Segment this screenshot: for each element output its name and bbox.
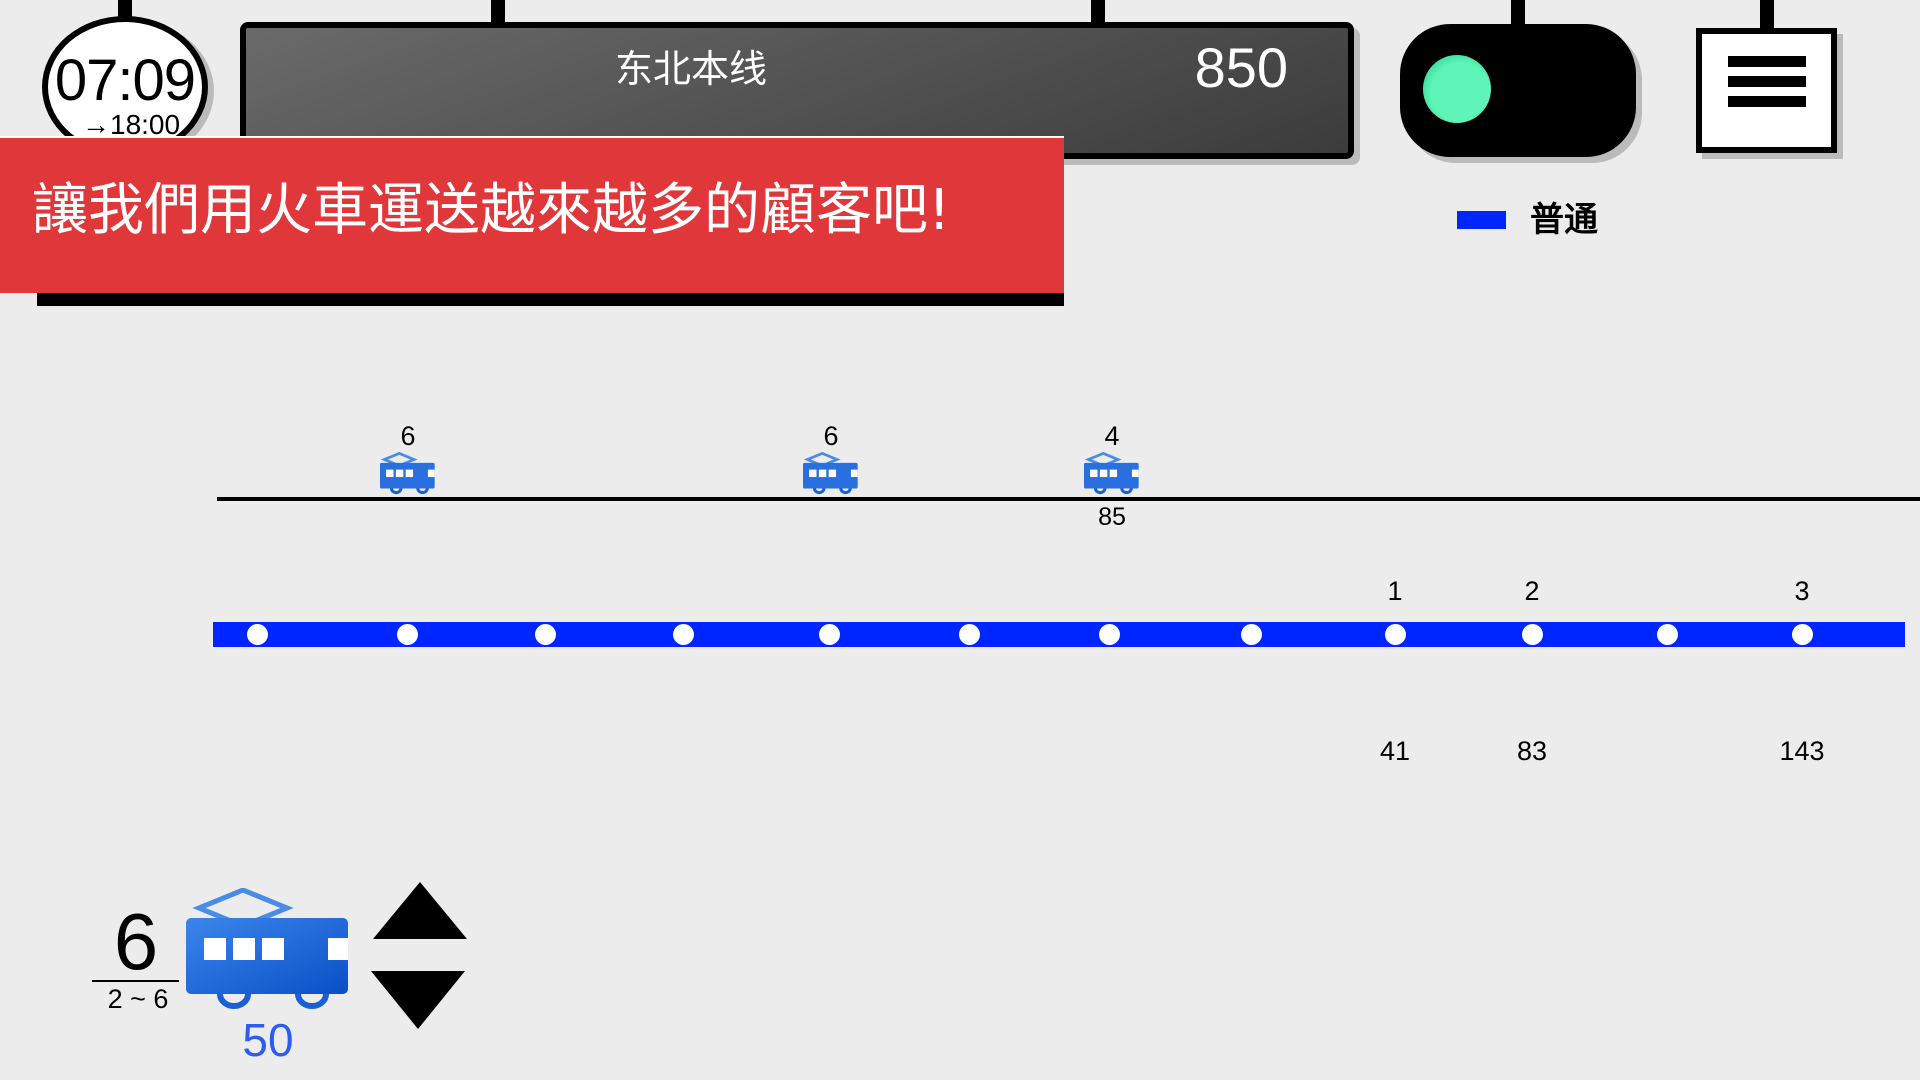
train-icon-large — [186, 888, 348, 1009]
hamburger-icon — [1728, 56, 1806, 67]
station-dot[interactable] — [1385, 624, 1406, 645]
station-label: 3 — [1794, 576, 1810, 606]
station-dot[interactable] — [819, 624, 840, 645]
arrow-right-icon: → — [82, 109, 110, 140]
station-waiting: 83 — [1516, 736, 1548, 766]
end-time-text: 18:00 — [110, 109, 181, 140]
clock-end-time: →18:00 — [82, 110, 202, 140]
station-dot[interactable] — [959, 624, 980, 645]
banner-text: 讓我們用火車運送越來越多的顧客吧! — [32, 178, 951, 243]
station-dot[interactable] — [1099, 624, 1120, 645]
clock-time: 07:09 — [54, 48, 196, 113]
line-name: 东北本线 — [614, 47, 767, 91]
board-hanger-left — [491, 0, 505, 24]
station-dot[interactable] — [1792, 624, 1813, 645]
train-passengers: 85 — [1098, 503, 1126, 531]
station-dot[interactable] — [397, 624, 418, 645]
signal-hanger — [1511, 0, 1525, 26]
station-dot[interactable] — [247, 624, 268, 645]
station-dot[interactable] — [673, 624, 694, 645]
money-counter: 850 — [1194, 36, 1288, 99]
train-car-count: 6 — [823, 421, 839, 451]
increase-cars-button[interactable] — [373, 882, 467, 939]
hamburger-icon-bar — [1728, 96, 1806, 107]
menu-hanger — [1760, 0, 1774, 30]
train-icon[interactable] — [1084, 452, 1140, 496]
car-cost: 50 — [242, 1014, 294, 1066]
signal-button[interactable] — [1400, 24, 1636, 157]
station-label: 1 — [1387, 576, 1403, 606]
decrease-cars-button[interactable] — [371, 971, 465, 1029]
track-line — [217, 497, 1920, 501]
station-dot[interactable] — [1241, 624, 1262, 645]
train-icon[interactable] — [803, 452, 859, 496]
train-icon[interactable] — [380, 452, 436, 496]
station-dot[interactable] — [1657, 624, 1678, 645]
menu-button[interactable] — [1696, 28, 1837, 153]
fraction-line — [92, 980, 179, 982]
car-count: 6 — [113, 897, 159, 986]
station-dot[interactable] — [1522, 624, 1543, 645]
station-label: 2 — [1524, 576, 1540, 606]
station-waiting: 41 — [1379, 736, 1411, 766]
train-car-count: 6 — [400, 421, 416, 451]
clock-hanger — [118, 0, 132, 20]
banner-bar — [37, 293, 1064, 306]
route-line — [213, 622, 1905, 647]
board-hanger-right — [1091, 0, 1105, 24]
station-waiting: 143 — [1779, 736, 1825, 766]
message-banner: 讓我們用火車運送越來越多的顧客吧! — [0, 136, 1064, 293]
legend-swatch — [1457, 211, 1506, 229]
legend-label: 普通 — [1530, 200, 1598, 240]
hamburger-icon-bar — [1728, 76, 1806, 87]
train-car-count: 4 — [1104, 421, 1120, 451]
station-dot[interactable] — [535, 624, 556, 645]
signal-light-icon — [1423, 55, 1491, 123]
car-range: 2 ~ 6 — [107, 984, 169, 1014]
